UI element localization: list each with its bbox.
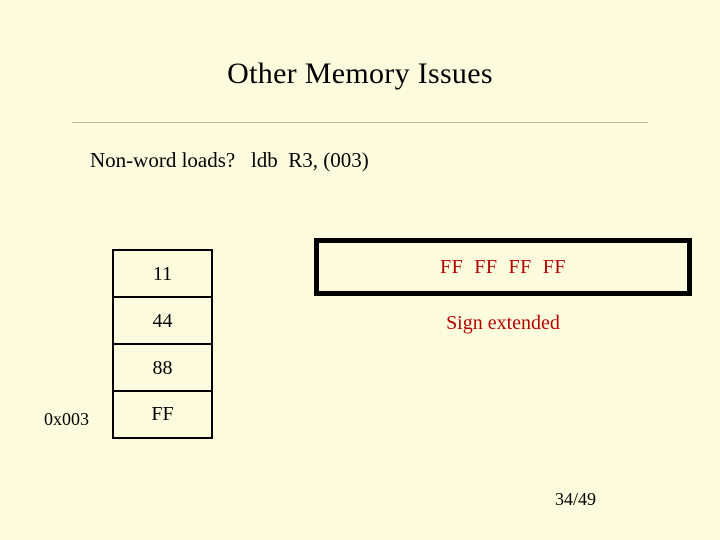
memory-cell: FF <box>151 403 174 425</box>
memory-cell: 11 <box>114 251 211 298</box>
memory-address-label: 0x003 <box>44 409 89 429</box>
page-number: 34/49 <box>554 489 596 509</box>
title-divider <box>72 122 648 123</box>
memory-cell: 44 <box>114 298 211 345</box>
memory-cell: 88 <box>114 345 211 392</box>
subtitle-text: Non-word loads? ldb R3, (003) <box>90 148 369 172</box>
memory-column: 11 44 88 FF <box>112 249 213 439</box>
register-box: FF FF FF FF <box>314 238 692 296</box>
register-value: FF FF FF FF <box>440 255 566 278</box>
sign-extended-note: Sign extended <box>446 312 560 334</box>
page-title: Other Memory Issues <box>227 57 493 90</box>
